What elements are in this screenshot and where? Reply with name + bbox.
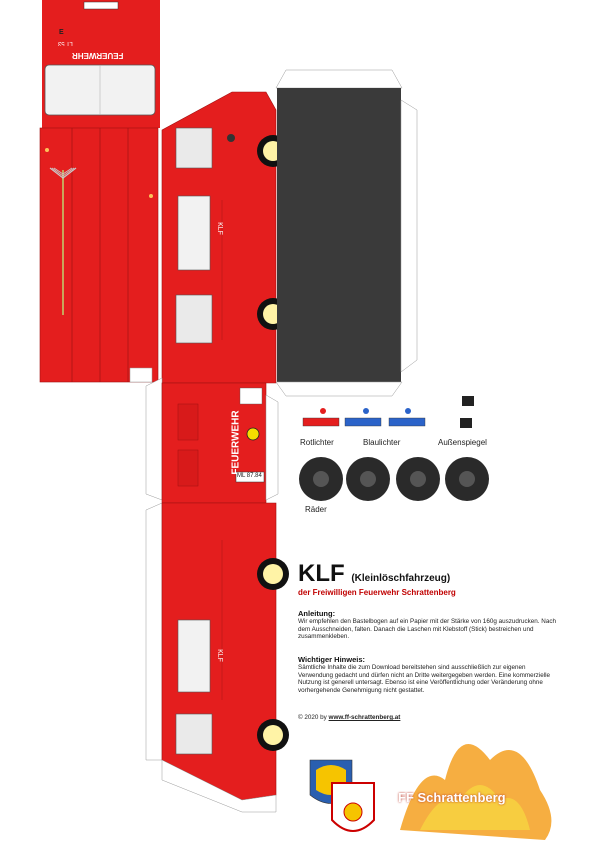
label-aussenspiegel: Außenspiegel <box>438 438 487 447</box>
copyright-line: © 2020 by www.ff-schrattenberg.at <box>298 714 400 721</box>
side-panel-upper <box>161 91 289 384</box>
parts-area <box>299 396 489 501</box>
blue-light-icon <box>388 417 426 427</box>
door-panel <box>145 377 279 504</box>
door-small-plate: ML 87.84 <box>237 473 262 479</box>
label-blaulichter: Blaulichter <box>363 438 401 447</box>
page-title: KLF (Kleinlöschfahrzeug) <box>298 560 450 588</box>
blue-light-icon <box>344 417 382 427</box>
cab-front-panel <box>42 0 160 128</box>
mirror-icon <box>460 418 472 428</box>
title-paren: (Kleinlöschfahrzeug) <box>351 573 451 584</box>
roof-panel <box>275 69 418 397</box>
ff-schrattenberg-logo-text: FF Schrattenberg <box>398 790 506 805</box>
notice-text: Sämtliche Inhalte die zum Download berei… <box>298 663 551 695</box>
door-feuerwehr-label: FEUERWEHR <box>230 410 242 475</box>
label-rotlichter: Rotlichter <box>300 438 334 447</box>
mirror-icon <box>462 396 474 406</box>
notice-block: Wichtiger Hinweis: Sämtliche Inhalte die… <box>298 656 560 695</box>
cab-badge-text: E <box>59 29 64 36</box>
copyright-prefix: © 2020 by <box>298 714 329 721</box>
cab-feuerwehr-label: FEUERWEHR <box>72 51 124 60</box>
instructions-text: Wir empfehlen den Bastelbogen auf ein Pa… <box>298 617 556 641</box>
side-klf-label-lower: KLF <box>215 649 223 662</box>
website-link[interactable]: www.ff-schrattenberg.at <box>328 714 401 721</box>
instructions-heading: Anleitung: <box>298 609 336 618</box>
notice-heading: Wichtiger Hinweis: <box>298 655 366 664</box>
page-subtitle: der Freiwilligen Feuerwehr Schrattenberg <box>298 588 456 597</box>
title-main: KLF <box>298 560 345 587</box>
flame-logo <box>400 744 552 840</box>
door-badge-icon <box>246 427 260 441</box>
side-klf-label-upper: KLF <box>215 222 223 235</box>
red-light-icon <box>302 417 340 427</box>
cab-body-panel <box>39 127 159 383</box>
crest-icon <box>227 134 235 142</box>
instructions-block: Anleitung: Wir empfehlen den Bastelbogen… <box>298 610 560 641</box>
fire-brigade-emblem <box>331 782 375 832</box>
side-panel-lower <box>145 502 289 813</box>
label-raeder: Räder <box>305 505 327 514</box>
cab-plate: LT 53 <box>58 40 73 46</box>
